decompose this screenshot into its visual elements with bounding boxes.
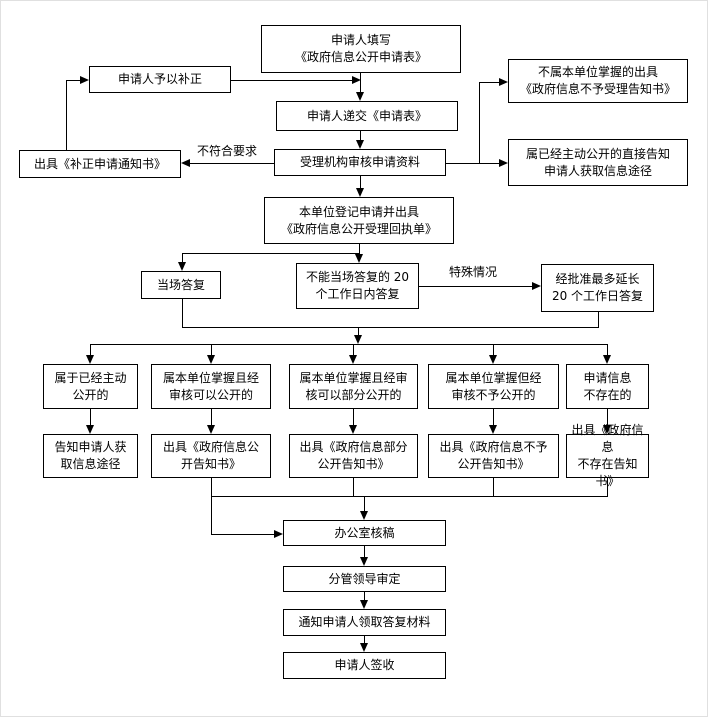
- flow-arrowhead: [603, 355, 611, 364]
- node-onspot-reply: 当场答复: [141, 271, 221, 299]
- flow-connector: [446, 163, 480, 164]
- node-act-open-notice: 出具《政府信息公 开告知书》: [151, 434, 271, 478]
- flow-connector: [231, 80, 353, 81]
- flow-connector: [182, 253, 360, 254]
- flow-connector: [479, 163, 500, 164]
- flow-connector: [360, 176, 361, 189]
- node-case-can-open: 属本单位掌握且经 审核可以公开的: [151, 364, 271, 409]
- edge-label-special-case: 特殊情况: [449, 265, 498, 280]
- flow-connector: [353, 409, 354, 426]
- flow-arrowhead: [207, 425, 215, 434]
- edge-label-not-meet: 不符合要求: [197, 144, 258, 159]
- node-act-not-exist-notice: 出具《政府信息 不存在告知书》: [566, 423, 649, 488]
- flow-arrowhead: [181, 159, 190, 167]
- node-already-public: 属已经主动公开的直接告知 申请人获取信息途径: [508, 139, 688, 186]
- node-notify-pickup: 通知申请人领取答复材料: [283, 609, 446, 636]
- flow-arrowhead: [86, 355, 94, 364]
- flow-connector: [493, 478, 494, 497]
- flow-connector: [364, 636, 365, 644]
- flow-connector: [358, 327, 359, 336]
- flow-arrowhead: [603, 425, 611, 434]
- node-office-review: 办公室核稿: [283, 520, 446, 546]
- node-review: 受理机构审核申请资料: [274, 149, 446, 176]
- node-case-partial: 属本单位掌握且经审 核可以部分公开的: [289, 364, 418, 409]
- node-case-no-open: 属本单位掌握但经 审核不予公开的: [428, 364, 559, 409]
- node-supplement-notice: 出具《补正申请通知书》: [19, 150, 181, 178]
- flow-arrowhead: [274, 530, 283, 538]
- flow-arrowhead: [356, 140, 364, 149]
- flow-connector: [211, 534, 275, 535]
- flow-arrowhead: [360, 643, 368, 652]
- flow-connector: [190, 163, 274, 164]
- flow-connector: [66, 80, 81, 81]
- flow-connector: [359, 244, 360, 255]
- flow-arrowhead: [499, 78, 508, 86]
- flow-connector: [211, 478, 212, 535]
- flow-arrowhead: [356, 188, 364, 197]
- flow-connector: [182, 253, 183, 263]
- node-supplement: 申请人予以补正: [89, 66, 231, 93]
- flow-arrowhead: [356, 92, 364, 101]
- flow-arrowhead: [352, 76, 361, 84]
- flow-connector: [353, 478, 354, 497]
- node-case-not-exist: 申请信息 不存在的: [566, 364, 649, 409]
- flow-connector: [493, 409, 494, 426]
- flow-connector: [182, 327, 599, 328]
- flow-arrowhead: [355, 254, 363, 263]
- flow-arrowhead: [178, 262, 186, 271]
- flow-connector: [211, 344, 212, 356]
- flow-connector: [90, 344, 91, 356]
- flow-connector: [66, 80, 67, 150]
- node-act-no-open-notice: 出具《政府信息不予 公开告知书》: [428, 434, 559, 478]
- flow-connector: [364, 496, 365, 512]
- flow-connector: [419, 286, 533, 287]
- flow-arrowhead: [207, 355, 215, 364]
- flow-arrowhead: [360, 557, 368, 566]
- node-submit-form: 申请人递交《申请表》: [276, 101, 458, 131]
- flow-connector: [364, 592, 365, 601]
- flow-arrowhead: [532, 282, 541, 290]
- flow-connector: [182, 299, 183, 328]
- flow-arrowhead: [86, 425, 94, 434]
- flow-connector: [607, 478, 608, 497]
- flow-connector: [607, 344, 608, 356]
- node-extend-20days: 经批准最多延长 20 个工作日答复: [541, 264, 654, 312]
- flow-arrowhead: [499, 159, 508, 167]
- flow-arrowhead: [489, 425, 497, 434]
- flow-connector: [90, 344, 608, 345]
- node-act-partial-notice: 出具《政府信息部分 公开告知书》: [289, 434, 418, 478]
- node-case-public: 属于已经主动 公开的: [43, 364, 138, 409]
- flow-arrowhead: [360, 600, 368, 609]
- flow-connector: [211, 496, 608, 497]
- node-not-held: 不属本单位掌握的出具 《政府信息不予受理告知书》: [508, 59, 688, 103]
- flow-connector: [607, 409, 608, 426]
- node-applicant-sign: 申请人签收: [283, 652, 446, 679]
- flow-connector: [479, 82, 500, 83]
- node-act-inform-way: 告知申请人获 取信息途径: [43, 434, 138, 478]
- flow-arrowhead: [360, 511, 368, 520]
- flow-arrowhead: [349, 355, 357, 364]
- flow-connector: [90, 409, 91, 426]
- flow-arrowhead: [80, 76, 89, 84]
- flow-arrowhead: [349, 425, 357, 434]
- node-reply-20days: 不能当场答复的 20 个工作日内答复: [296, 263, 419, 309]
- node-leader-approval: 分管领导审定: [283, 566, 446, 592]
- flow-connector: [493, 344, 494, 356]
- flow-arrowhead: [489, 355, 497, 364]
- flow-connector: [360, 131, 361, 141]
- flow-connector: [211, 409, 212, 426]
- flow-connector: [479, 82, 480, 164]
- node-register: 本单位登记申请并出具 《政府信息公开受理回执单》: [264, 197, 454, 244]
- flow-connector: [364, 546, 365, 558]
- flow-connector: [598, 312, 599, 328]
- flow-connector: [353, 344, 354, 356]
- flow-arrowhead: [354, 335, 362, 344]
- node-fill-form: 申请人填写 《政府信息公开申请表》: [261, 25, 461, 73]
